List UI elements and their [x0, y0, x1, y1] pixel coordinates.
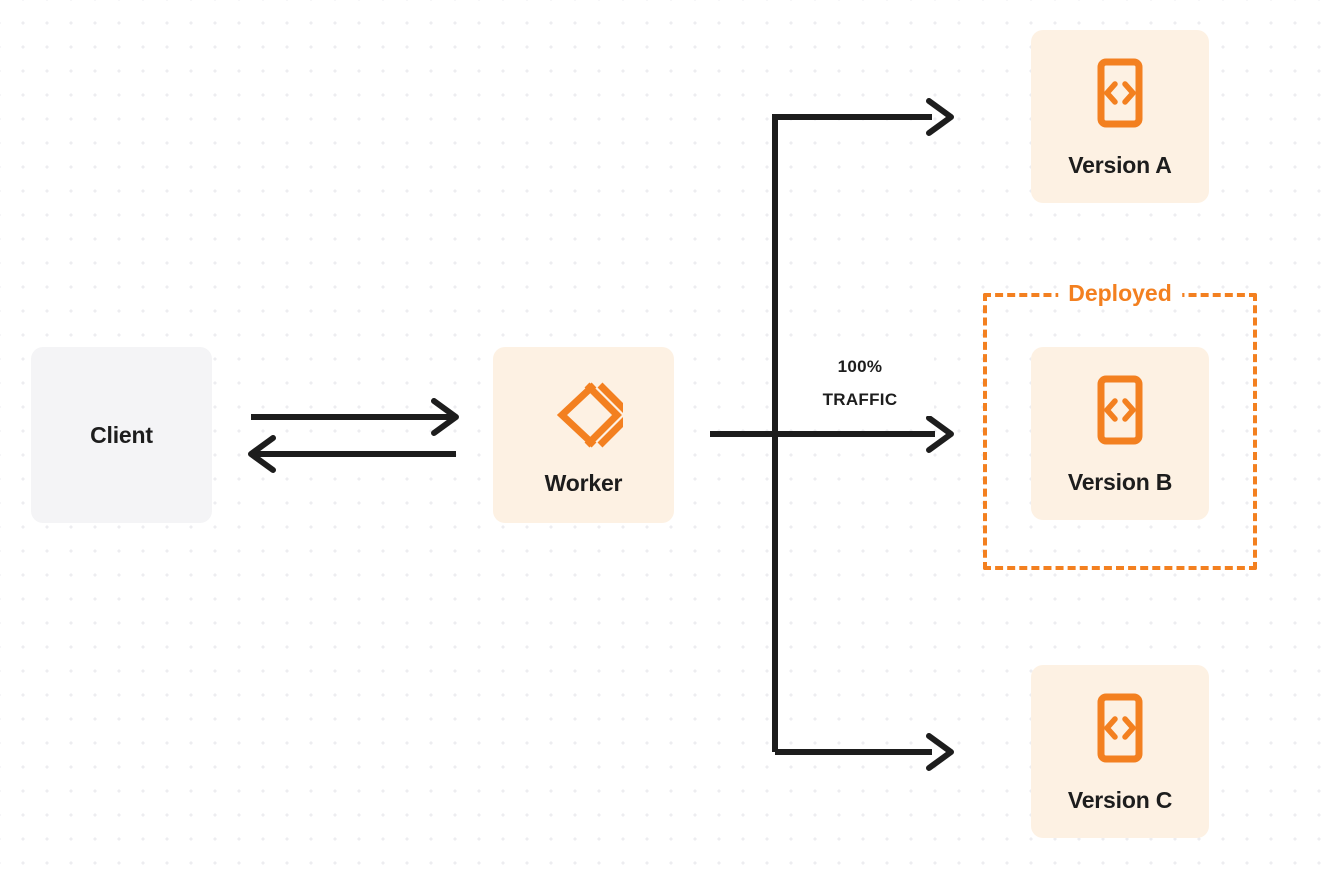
deployed-group: Deployed [983, 282, 1257, 570]
node-client-label: Client [90, 421, 153, 448]
node-version-b[interactable]: Version B [1031, 347, 1209, 520]
connector-client-to-worker [251, 398, 459, 436]
connector-worker-to-client [248, 435, 456, 473]
node-version-c-label: Version C [1067, 787, 1173, 813]
node-version-a-label: Version A [1068, 152, 1172, 178]
traffic-percent: 100% [786, 350, 934, 384]
node-version-b-label: Version B [1067, 469, 1173, 495]
connector-worker-to-version-a [926, 98, 954, 136]
connector-worker-to-version-b [710, 415, 954, 453]
traffic-label: 100% TRAFFIC [786, 350, 934, 417]
node-worker-label: Worker [544, 469, 623, 496]
code-document-icon [1088, 691, 1152, 771]
code-document-icon [1088, 56, 1152, 136]
cloudflare-workers-logo-icon [545, 376, 635, 454]
traffic-caption: TRAFFIC [786, 383, 934, 417]
deployed-group-label: Deployed [1058, 282, 1182, 305]
connector-worker-to-version-c [926, 733, 954, 771]
node-version-c[interactable]: Version C [1031, 665, 1209, 838]
node-version-a[interactable]: Version A [1031, 30, 1209, 203]
node-client[interactable]: Client [31, 347, 212, 523]
node-worker[interactable]: Worker [493, 347, 674, 523]
connector-distribution-spine [772, 114, 932, 755]
code-document-icon [1088, 373, 1152, 453]
